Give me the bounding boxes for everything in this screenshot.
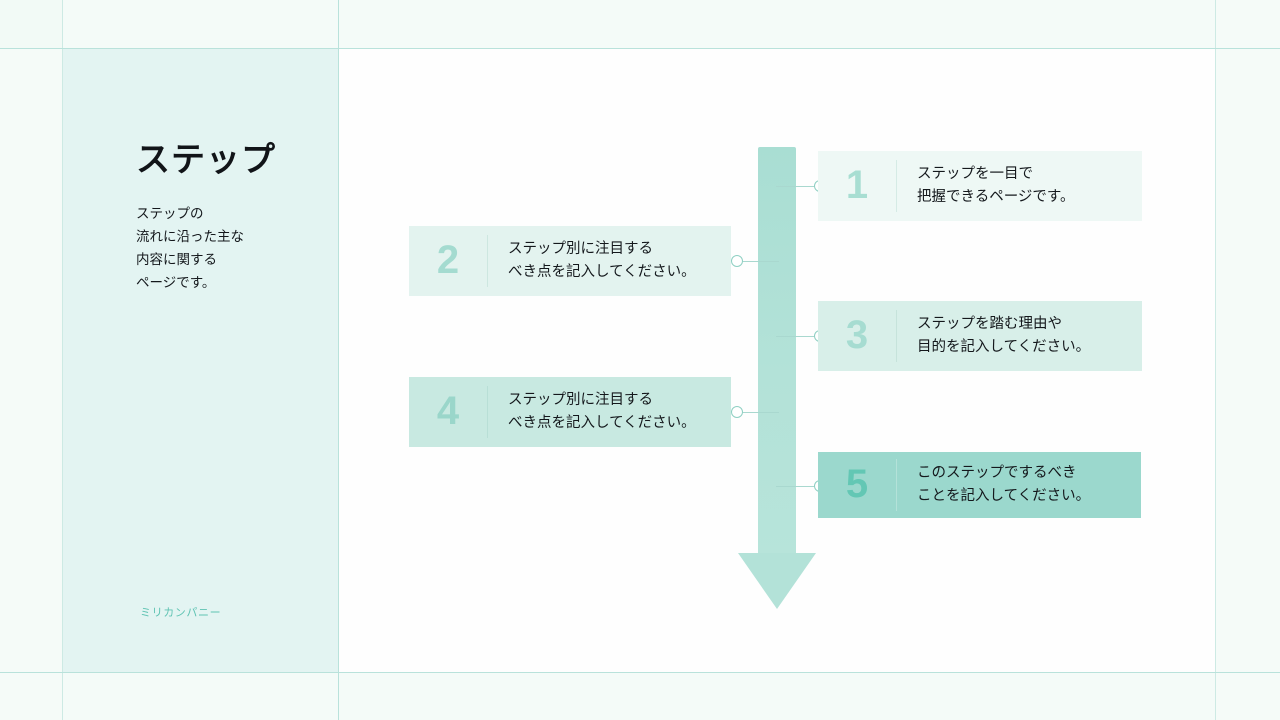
connector-line-1 (776, 186, 818, 187)
step-text-2: ステップ別に注目する べき点を記入してください。 (508, 240, 696, 280)
guide-vertical-right (1215, 0, 1216, 720)
page-title: ステップ (136, 141, 276, 179)
connector-dot-2 (731, 255, 743, 267)
canvas-band-bottom (0, 672, 1280, 720)
guide-horizontal-bottom (0, 672, 1280, 673)
step-number-1: 1 (845, 162, 869, 207)
flow-arrow-down-icon (738, 147, 820, 609)
canvas-band-corner (0, 0, 62, 48)
step-divider-3 (896, 310, 897, 362)
step-divider-4 (487, 386, 488, 438)
connector-line-5 (776, 486, 818, 487)
connector-line-4 (737, 412, 779, 413)
step-text-4: ステップ別に注目する べき点を記入してください。 (508, 391, 696, 431)
connector-line-2 (737, 261, 779, 262)
canvas-band-right (1215, 0, 1280, 720)
step-divider-5 (896, 459, 897, 511)
page-description: ステップの 流れに沿った主な 内容に関する ページです。 (136, 206, 244, 290)
step-number-4: 4 (436, 388, 460, 433)
company-footer: ミリカンパニー (140, 607, 222, 619)
step-card-5[interactable]: 5 このステップでするべき ことを記入してください。 (818, 452, 1141, 518)
canvas-band-left (0, 0, 62, 720)
step-card-1[interactable]: 1 ステップを一目で 把握できるページです。 (818, 151, 1142, 221)
step-text-3: ステップを踏む理由や 目的を記入してください。 (917, 315, 1091, 355)
canvas-band-top (0, 0, 1280, 48)
connector-dot-4 (731, 406, 743, 418)
step-number-2: 2 (436, 237, 460, 282)
step-divider-1 (896, 160, 897, 212)
step-card-2[interactable]: 2 ステップ別に注目する べき点を記入してください。 (409, 226, 731, 296)
step-text-5: このステップでするべき ことを記入してください。 (917, 464, 1091, 504)
step-text-1: ステップを一目で 把握できるページです。 (917, 165, 1075, 205)
connector-line-3 (776, 336, 818, 337)
step-number-3: 3 (845, 312, 869, 357)
arrow-head (738, 553, 816, 609)
slide-left-panel (62, 48, 338, 672)
step-divider-2 (487, 235, 488, 287)
step-card-4[interactable]: 4 ステップ別に注目する べき点を記入してください。 (409, 377, 731, 447)
arrow-shaft (758, 147, 796, 559)
step-number-5: 5 (845, 461, 869, 506)
step-card-3[interactable]: 3 ステップを踏む理由や 目的を記入してください。 (818, 301, 1142, 371)
